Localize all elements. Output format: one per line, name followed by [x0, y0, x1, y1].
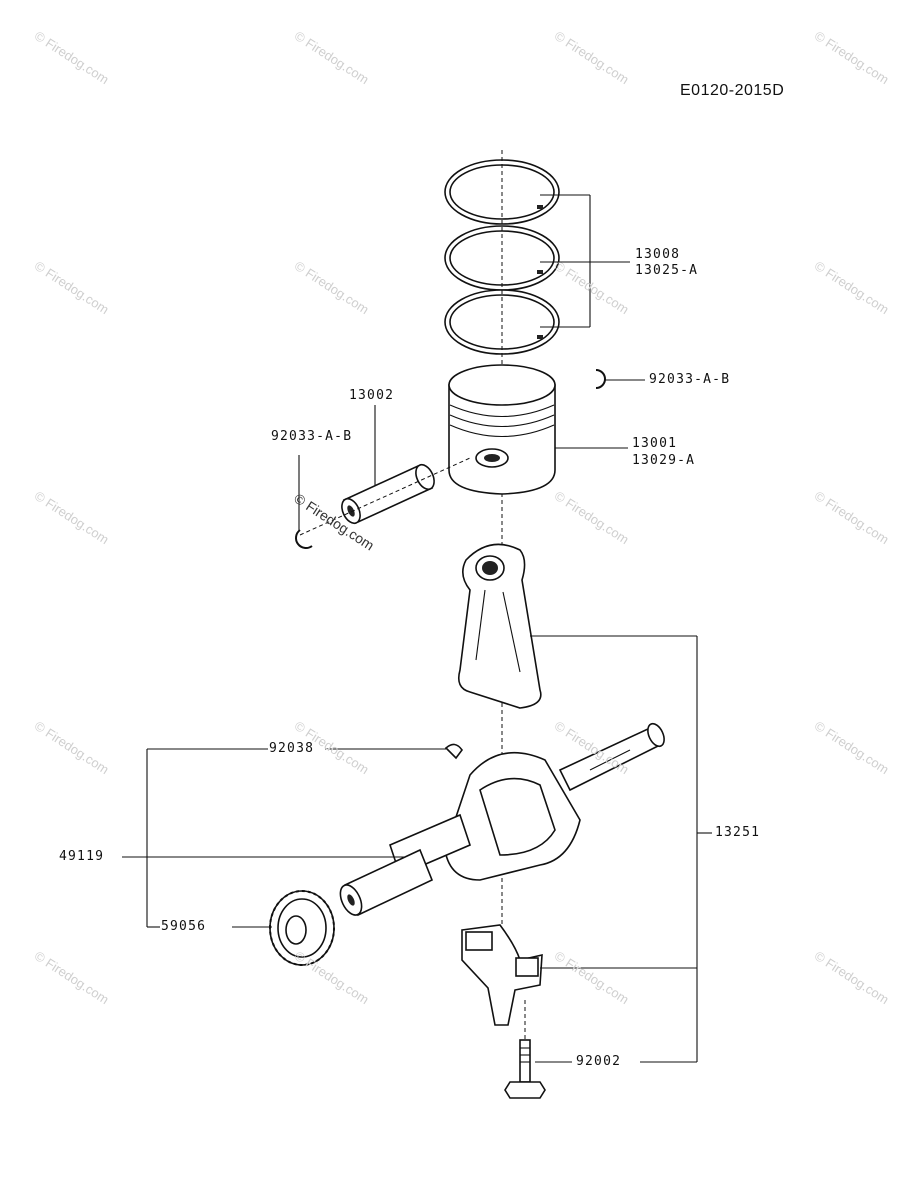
- rod-bolt: [504, 1000, 546, 1099]
- part-number-piston: 13001: [631, 436, 679, 452]
- piston-pin: [299, 457, 471, 536]
- part-number-crankshaft: 49119: [58, 849, 106, 865]
- part-number-gear: 59056: [160, 919, 208, 935]
- connecting-rod: [457, 543, 542, 709]
- part-number-key: 92038: [268, 741, 316, 757]
- part-number-circlip-left: 92033-A-B: [270, 429, 354, 445]
- part-number-rings-alt: 13025-A: [634, 263, 700, 279]
- woodruff-key: [444, 743, 463, 760]
- crank-gear: [269, 890, 336, 966]
- diagram-id: E0120-2015D: [680, 82, 785, 99]
- crankshaft: [339, 722, 665, 917]
- piston-rings: [444, 159, 560, 355]
- part-number-bolt: 92002: [575, 1054, 623, 1070]
- part-number-rings: 13008: [634, 247, 682, 263]
- circlips: [295, 369, 606, 549]
- piston: [448, 364, 556, 495]
- part-number-circlip-right: 92033-A-B: [648, 372, 732, 388]
- part-number-piston-alt: 13029-A: [631, 453, 697, 469]
- part-number-connecting-rod: 13251: [714, 825, 762, 841]
- leader-lines: [122, 194, 712, 1063]
- part-number-piston-pin: 13002: [348, 388, 396, 404]
- rod-cap: [461, 924, 543, 1026]
